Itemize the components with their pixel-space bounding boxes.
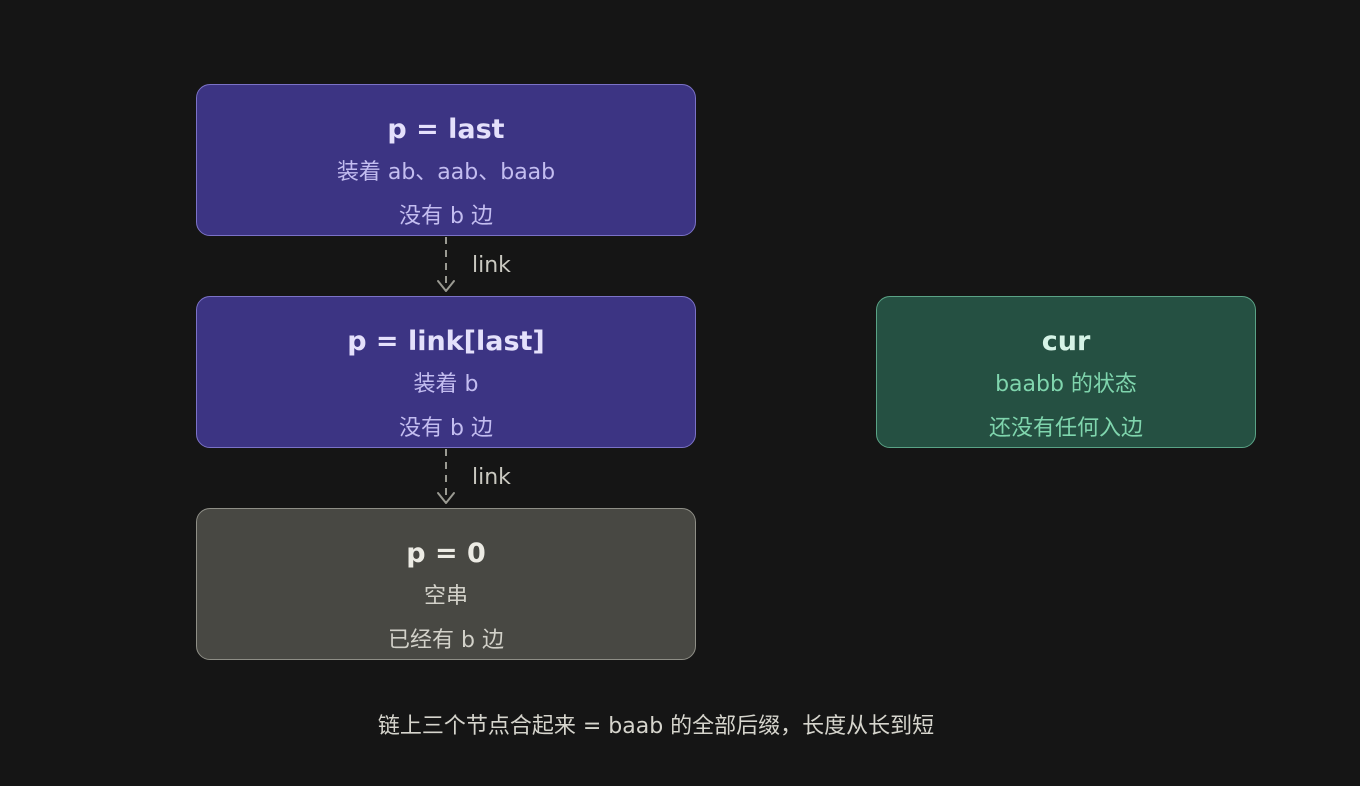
node-zero-title: p = 0 xyxy=(406,538,486,569)
node-cur-state: baabb 的状态 xyxy=(995,372,1137,397)
node-last: p = last 装着 ab、aab、baab 没有 b 边 xyxy=(196,84,696,236)
node-cur-title: cur xyxy=(1041,326,1091,357)
edge-label-link-1: link xyxy=(472,253,511,278)
node-link-last: p = link[last] 装着 b 没有 b 边 xyxy=(196,296,696,448)
edge-label-link-2: link xyxy=(472,465,511,490)
node-link-last-contents: 装着 b xyxy=(413,372,479,397)
node-link-last-edge-status: 没有 b 边 xyxy=(399,416,493,441)
node-zero-contents: 空串 xyxy=(423,584,468,609)
node-cur: cur baabb 的状态 还没有任何入边 xyxy=(876,296,1256,448)
link-arrow-1 xyxy=(437,237,455,292)
node-link-last-title: p = link[last] xyxy=(347,326,545,357)
node-zero-edge-status: 已经有 b 边 xyxy=(388,628,504,653)
link-arrow-2 xyxy=(437,449,455,504)
node-last-edge-status: 没有 b 边 xyxy=(399,204,493,229)
node-cur-edge-status: 还没有任何入边 xyxy=(988,416,1143,441)
node-last-contents: 装着 ab、aab、baab xyxy=(336,160,556,185)
diagram-caption: 链上三个节点合起来 = baab 的全部后缀，长度从长到短 xyxy=(377,714,935,739)
node-zero: p = 0 空串 已经有 b 边 xyxy=(196,508,696,660)
node-last-title: p = last xyxy=(387,114,505,145)
